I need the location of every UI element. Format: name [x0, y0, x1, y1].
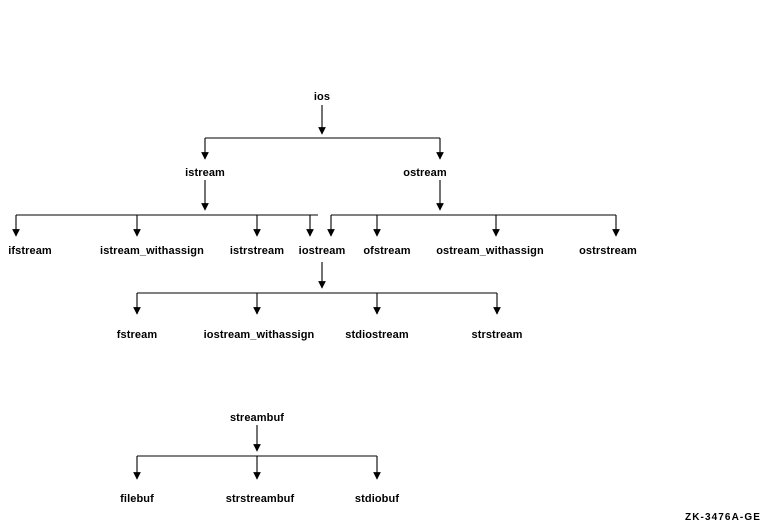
node-streambuf: streambuf [229, 412, 285, 424]
node-ios: ios [313, 91, 331, 103]
node-iostream: iostream [298, 245, 346, 257]
node-stdiobuf: stdiobuf [354, 493, 400, 505]
edge-ostream-to-level3 [327, 180, 620, 237]
node-ostrstream: ostrstream [579, 245, 637, 257]
node-strstreambuf: strstreambuf [225, 493, 295, 505]
edge-ios-to-level2 [201, 105, 444, 160]
node-ostream-withassign: ostream_withassign [436, 245, 544, 257]
node-fstream: fstream [116, 329, 158, 341]
node-iostream-withassign: iostream_withassign [203, 329, 315, 341]
node-strstream: strstream [471, 329, 523, 341]
node-ostream: ostream [403, 167, 447, 179]
node-ofstream: ofstream [363, 245, 411, 257]
node-stdiostream: stdiostream [345, 329, 409, 341]
edge-streambuf-to-children [133, 425, 381, 480]
node-istrstream: istrstream [229, 245, 285, 257]
node-filebuf: filebuf [120, 493, 154, 505]
edge-iostream-to-level4 [133, 262, 501, 315]
edge-istream-to-level3 [12, 180, 318, 237]
figure-id-label: ZK-3476A-GE [684, 512, 761, 523]
node-istream: istream [185, 167, 225, 179]
node-istream-withassign: istream_withassign [100, 245, 204, 257]
node-ifstream: ifstream [8, 245, 52, 257]
